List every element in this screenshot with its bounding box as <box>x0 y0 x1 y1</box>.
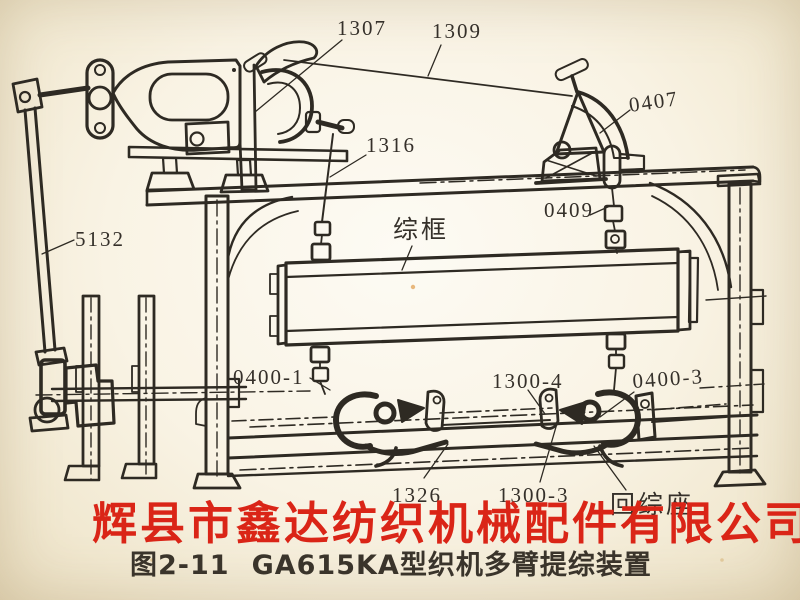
leader-lines <box>41 39 635 491</box>
lifting-cord-1309 <box>283 59 573 97</box>
paper-speck <box>410 284 416 290</box>
link-0409 <box>602 144 646 254</box>
figure-title: GA615KA型织机多臂提综装置 <box>251 550 652 581</box>
part-label-1326: 1326 <box>392 483 442 507</box>
pull-rod-5132 <box>23 106 116 433</box>
part-label-1300-4: 1300-4 <box>492 369 564 393</box>
paper-speck <box>150 558 154 562</box>
part-label-heddle-return-seat: 回综座 <box>610 490 694 519</box>
company-watermark: 辉县市鑫达纺织机械配件有限公司 <box>92 497 800 550</box>
part-label-heddle-frame: 综框 <box>393 215 449 244</box>
link-1316 <box>310 133 334 262</box>
paper-speck <box>720 558 724 562</box>
part-label-0409: 0409 <box>544 198 594 222</box>
part-label-0407: 0407 <box>627 86 680 117</box>
part-label-0400-1: 0400-1 <box>233 365 305 389</box>
part-label-0400-3: 0400-3 <box>632 364 705 393</box>
heddle-frame-drawing <box>269 247 700 395</box>
part-label-1307: 1307 <box>337 16 387 40</box>
jack-lever-0407 <box>534 58 630 185</box>
figure-number: 图2-11 <box>130 550 230 581</box>
part-label-5132: 5132 <box>75 227 125 251</box>
loom-frame <box>145 165 767 490</box>
part-labels: 1307 1309 0407 1316 5132 0409 综框 0400-1 … <box>75 16 705 519</box>
part-label-1309: 1309 <box>432 19 482 43</box>
part-label-1316: 1316 <box>366 133 416 157</box>
part-label-1300-3: 1300-3 <box>498 483 570 507</box>
figure-caption: 图2-11 GA615KA型织机多臂提综装置 <box>130 549 730 583</box>
dobby-head-assembly <box>11 40 355 194</box>
return-hook-left <box>333 389 449 468</box>
